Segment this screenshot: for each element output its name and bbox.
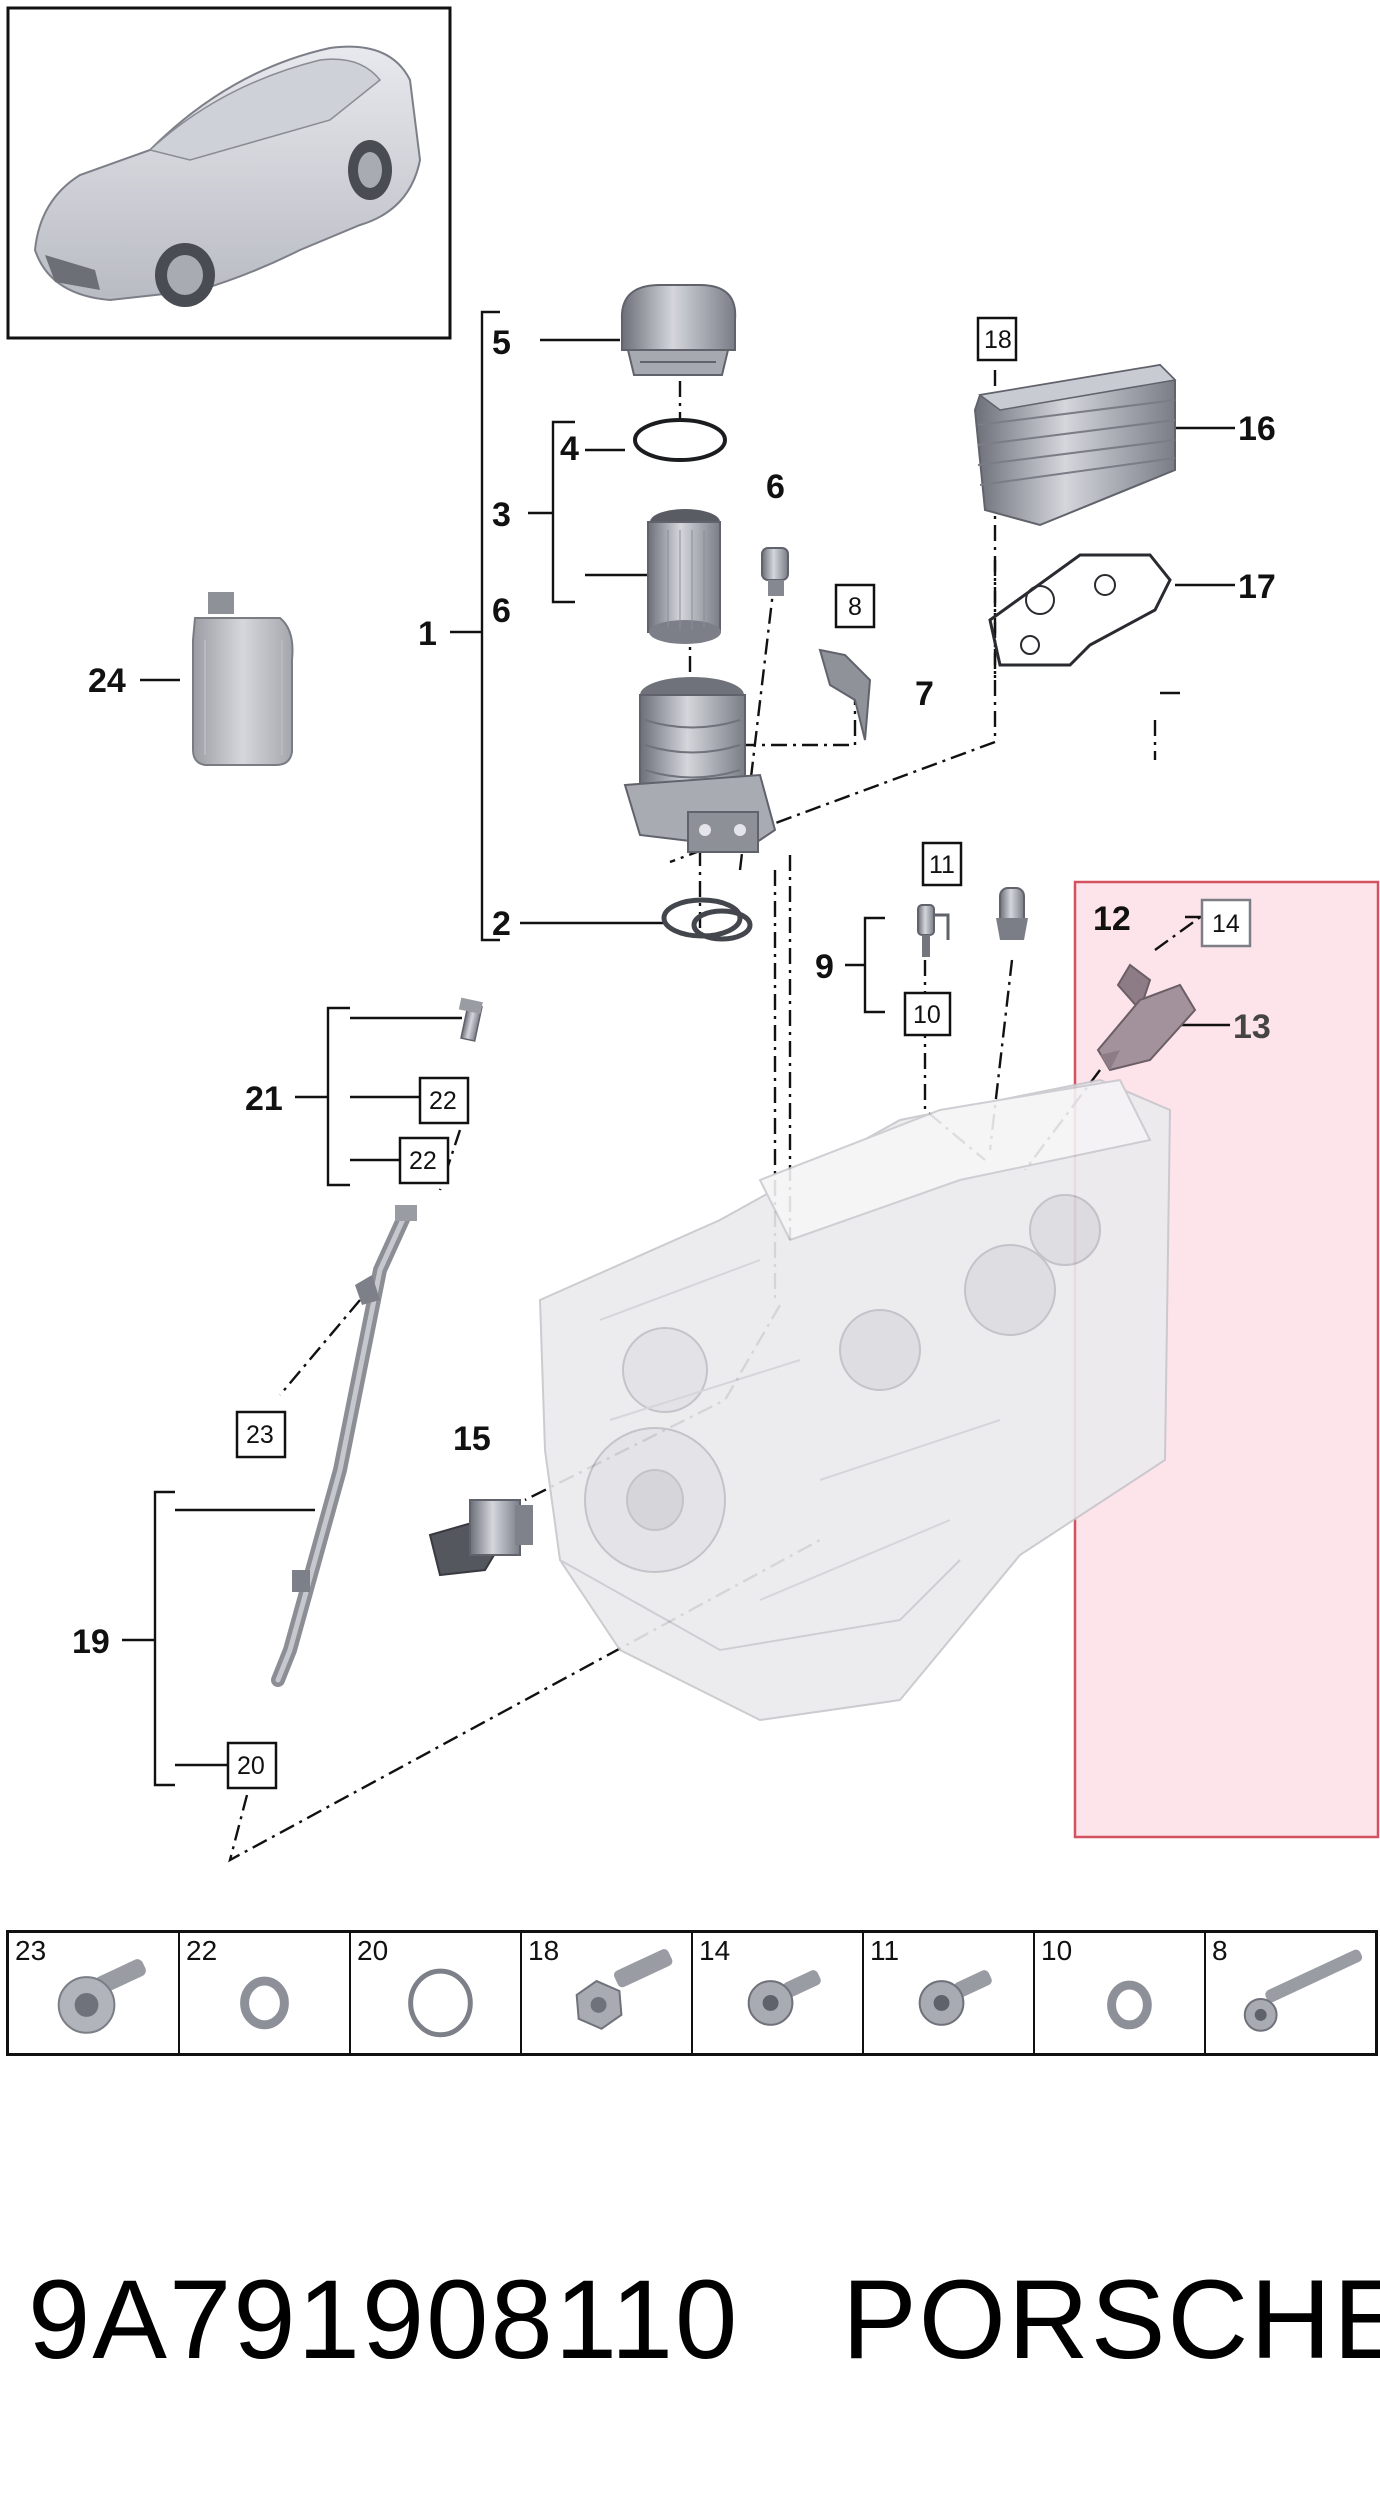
callout-21: 21 — [245, 1080, 283, 1118]
fastener-cell: 22 — [178, 1933, 349, 2053]
socket-bolt-icon — [747, 1970, 821, 2026]
svg-text:22: 22 — [429, 1087, 457, 1115]
fastener-number: 14 — [699, 1935, 731, 1966]
brand-name: PORSCHE — [842, 2257, 1380, 2382]
bracket-group-19 — [122, 1490, 315, 1787]
fastener-cell: 8 — [1204, 1933, 1378, 2053]
boxed-callout-8: 8 — [834, 583, 876, 629]
oil-filter-housing — [623, 677, 777, 853]
fastener-number: 22 — [186, 1935, 218, 1966]
fastener-cell: 18 — [520, 1933, 691, 2053]
fastener-cell: 20 — [349, 1933, 520, 2053]
oil-pressure-sender — [996, 887, 1028, 940]
sealing-ring-icon — [240, 1976, 289, 2030]
svg-text:20: 20 — [237, 1752, 265, 1780]
boxed-callout-23: 23 — [235, 1410, 287, 1459]
engine-block — [538, 1078, 1172, 1722]
boxed-callout-14: 14 — [1200, 898, 1252, 948]
boxed-callout-10: 10 — [903, 991, 952, 1037]
boxed-callout-18: 18 — [976, 316, 1018, 362]
callout-7: 7 — [915, 675, 934, 713]
svg-text:22: 22 — [409, 1147, 437, 1175]
boxed-callout-20: 20 — [226, 1741, 278, 1790]
boxed-callout-22-upper: 22 — [418, 1076, 470, 1125]
part-number: 9A791908110 — [28, 2257, 740, 2382]
long-bolt-icon — [1243, 1949, 1363, 2032]
callout-16: 16 — [1238, 410, 1276, 448]
fastener-number: 20 — [357, 1935, 389, 1966]
flange-bolt-icon — [57, 1959, 146, 2034]
socket-bolt-icon — [918, 1970, 992, 2026]
fastener-strip: 23 22 20 18 14 11 — [6, 1930, 1378, 2056]
fastener-cell: 11 — [862, 1933, 1033, 2053]
svg-text:23: 23 — [246, 1421, 274, 1449]
mounting-bracket — [818, 648, 872, 741]
temperature-sensor — [917, 904, 950, 957]
bracket-group-3 — [528, 420, 575, 604]
fastener-cell: 23 — [6, 1933, 178, 2053]
exploded-parts-diagram: 5 4 3 6 6 1 7 2 24 16 17 9 12 13 21 15 1… — [6, 6, 1380, 1863]
callout-4: 4 — [560, 430, 579, 468]
svg-text:10: 10 — [913, 1001, 941, 1029]
svg-text:11: 11 — [929, 851, 955, 879]
hose-clamp — [661, 897, 753, 942]
callout-19: 19 — [72, 1623, 110, 1661]
callout-5: 5 — [492, 324, 511, 362]
o-ring-seal — [633, 418, 727, 462]
fastener-number: 10 — [1041, 1935, 1073, 1966]
sensor-bolt — [458, 997, 483, 1042]
callout-24: 24 — [88, 662, 126, 700]
fastener-number: 18 — [528, 1935, 560, 1966]
bracket-group-21 — [295, 1006, 462, 1187]
fastener-number: 11 — [870, 1935, 900, 1966]
sealing-ring-icon — [1107, 1980, 1152, 2030]
o-ring-icon — [408, 1968, 473, 2038]
oil-pressure-control-valve — [1096, 963, 1197, 1072]
callout-9: 9 — [815, 948, 834, 986]
check-valve — [761, 547, 789, 596]
svg-text:14: 14 — [1212, 910, 1240, 938]
engine-oil-bottle — [192, 592, 294, 766]
fastener-number: 23 — [15, 1935, 47, 1966]
oil-level-sensor — [428, 1499, 533, 1577]
callout-6-small: 6 — [766, 468, 785, 506]
svg-text:8: 8 — [848, 593, 862, 621]
oil-cooler — [973, 363, 1177, 527]
bracket-group-1 — [450, 310, 500, 942]
callout-1: 1 — [418, 615, 437, 653]
svg-text:18: 18 — [984, 326, 1012, 354]
boxed-callout-11: 11 — [921, 841, 963, 887]
dipstick-guide-tube — [271, 1205, 417, 1687]
callout-3: 3 — [492, 496, 511, 534]
bracket-group-9 — [845, 916, 885, 1014]
callout-2: 2 — [492, 905, 511, 943]
car-thumbnail — [6, 6, 452, 340]
fastener-cell: 14 — [691, 1933, 862, 2053]
callout-13: 13 — [1233, 1008, 1271, 1046]
hex-bolt-icon — [575, 1949, 673, 2030]
callout-12: 12 — [1093, 900, 1131, 938]
fastener-cell: 10 — [1033, 1933, 1204, 2053]
cooler-gasket — [988, 553, 1172, 667]
oil-filter-element — [647, 509, 721, 644]
boxed-callout-22-lower: 22 — [398, 1136, 450, 1185]
callout-6: 6 — [492, 592, 511, 630]
callout-15: 15 — [453, 1420, 491, 1458]
fastener-number: 8 — [1212, 1935, 1228, 1966]
callout-17: 17 — [1238, 568, 1276, 606]
oil-filter-cap — [620, 284, 737, 376]
